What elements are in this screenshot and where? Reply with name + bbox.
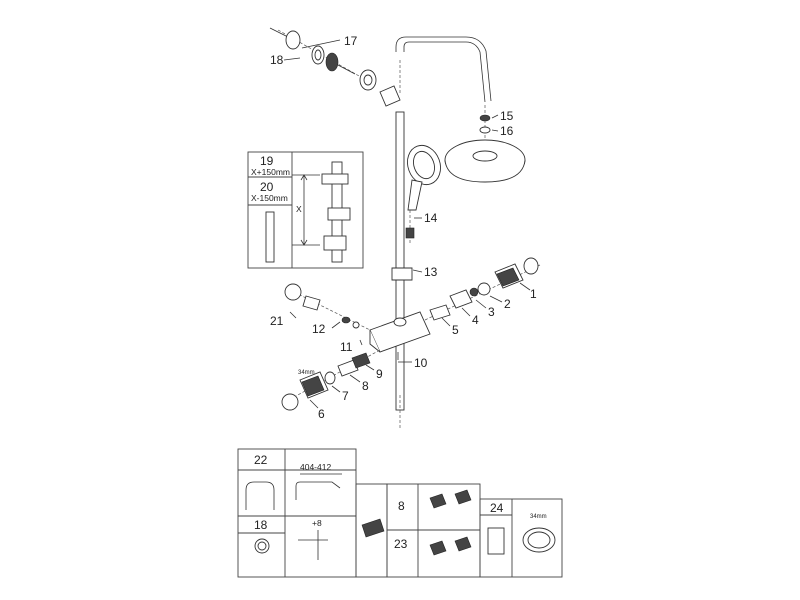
callout-16: 16 — [500, 124, 514, 138]
inset-part-20-dim: X-150mm — [251, 193, 288, 203]
rail-length-inset — [247, 151, 364, 269]
right-handle-parts — [424, 257, 541, 321]
callout-13: 13 — [424, 265, 438, 279]
callout-14: 14 — [424, 211, 438, 225]
inset-x-label: X — [296, 204, 302, 214]
callout-2: 2 — [504, 297, 511, 311]
table-nut-size: 34mm — [530, 514, 547, 520]
left-wall-connection-parts — [284, 283, 371, 331]
head-shower — [444, 105, 526, 183]
inset-part-19-dim: X+150mm — [251, 167, 290, 177]
callout-5: 5 — [452, 323, 459, 337]
table-cell-8: 8 — [398, 499, 405, 513]
valve-8-icon — [429, 493, 447, 509]
spare-parts-table — [237, 448, 563, 578]
callout-21: 21 — [270, 314, 284, 328]
callout-18: 18 — [270, 53, 284, 67]
hand-shower — [391, 144, 441, 281]
thermostat-body — [369, 311, 431, 360]
table-cell-18: 18 — [254, 518, 268, 532]
callout-6: 6 — [318, 407, 325, 421]
callout-17: 17 — [344, 34, 358, 48]
callout-1: 1 — [530, 287, 537, 301]
inset-part-19: 19 — [260, 154, 274, 168]
callout-12: 12 — [312, 322, 326, 336]
callout-9: 9 — [376, 367, 383, 381]
callout-7: 7 — [342, 389, 349, 403]
callout-8: 8 — [362, 379, 369, 393]
table-arm-length: 404-412 — [300, 462, 331, 472]
wall-bracket-assembly — [269, 27, 401, 107]
nut-size-left: 34mm — [298, 370, 315, 376]
callout-15: 15 — [500, 109, 514, 123]
callout-10: 10 — [414, 356, 428, 370]
arm-22-icon — [245, 481, 275, 510]
table-cell-22: 22 — [254, 453, 268, 467]
callout-4: 4 — [472, 313, 479, 327]
offset-18-icon — [298, 530, 328, 560]
table-offset: +8 — [312, 518, 322, 528]
arm-dimension-icon — [295, 481, 341, 500]
callout-11: 11 — [340, 340, 353, 354]
table-cell-23: 23 — [394, 537, 408, 551]
inset-part-20: 20 — [260, 180, 274, 194]
left-handle-parts — [281, 349, 381, 411]
riser-rail — [395, 36, 492, 430]
valve-23-icon — [429, 540, 447, 556]
grease-24-icon — [487, 527, 505, 555]
cartridge-icon — [361, 518, 385, 538]
table-cell-24: 24 — [490, 501, 504, 515]
callout-3: 3 — [488, 305, 495, 319]
